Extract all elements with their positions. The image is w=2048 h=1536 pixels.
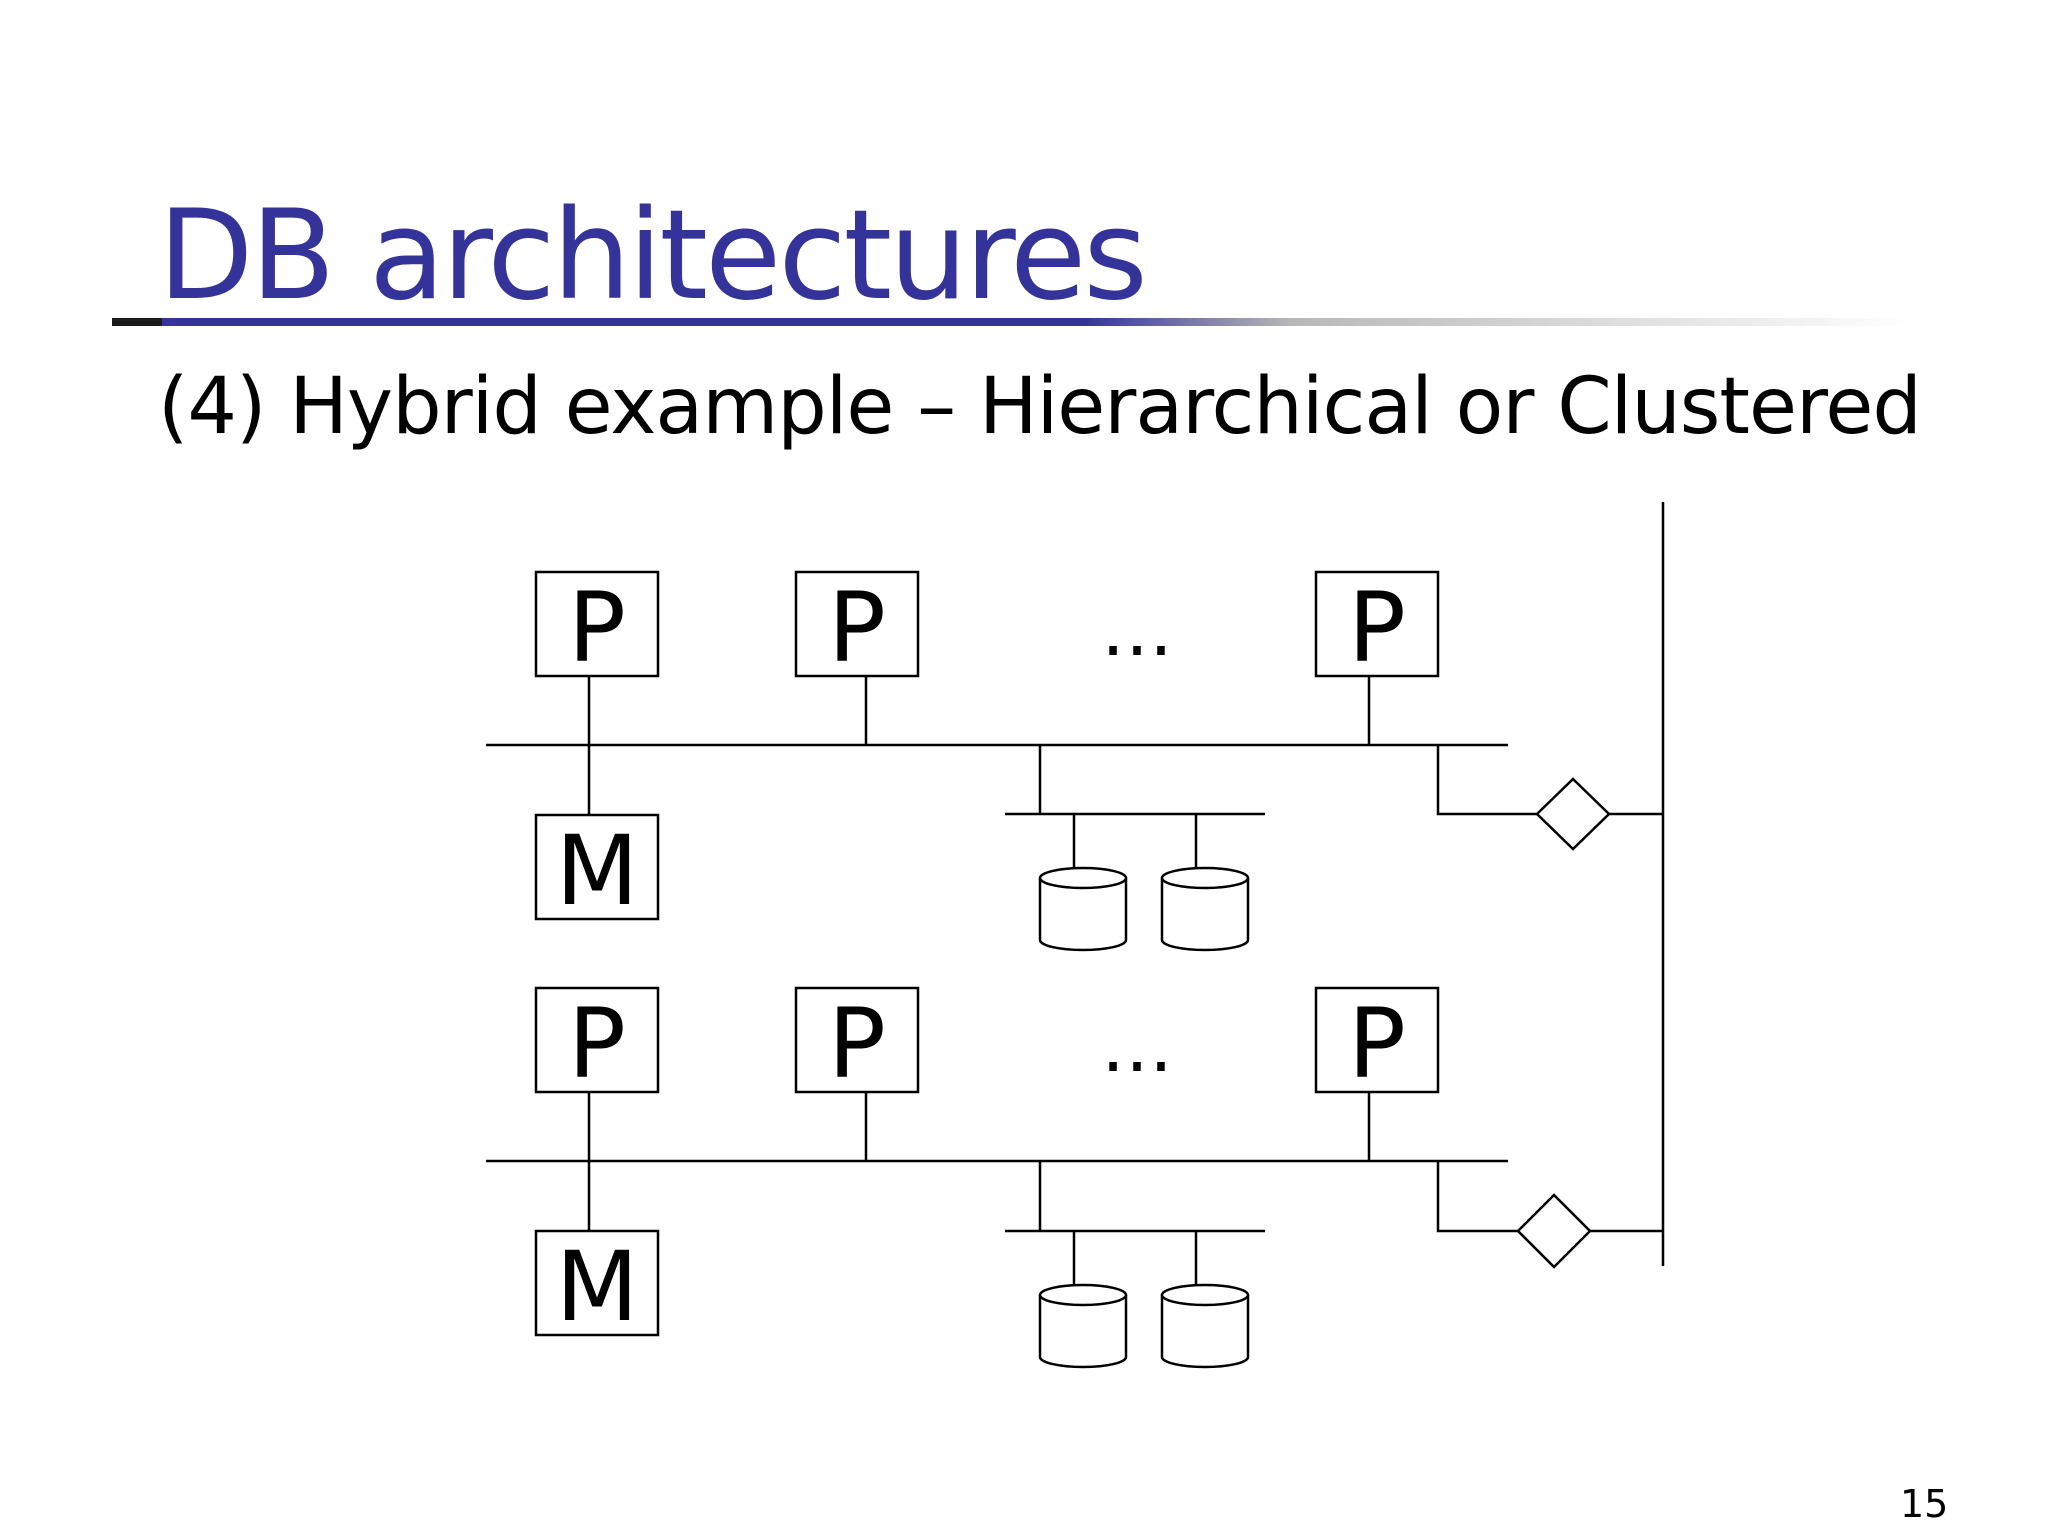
switch-link — [1436, 1161, 1518, 1233]
processor-label: P — [568, 572, 626, 684]
memory-label: M — [556, 1231, 639, 1343]
processor-box — [534, 570, 660, 678]
disk-icon — [1038, 1283, 1128, 1369]
switch-icon — [1535, 777, 1611, 851]
processor-label: P — [828, 572, 886, 684]
disk-icon — [1038, 866, 1128, 952]
switch-icon — [1516, 1193, 1592, 1269]
processor-label: P — [1348, 988, 1406, 1100]
title-underline — [112, 318, 1912, 326]
processor-box — [1314, 986, 1440, 1094]
ellipsis: … — [1101, 588, 1173, 672]
page-number: 15 — [1900, 1482, 1949, 1526]
slide-title: DB architectures — [158, 184, 1148, 328]
disk-icon — [1160, 1283, 1250, 1369]
cluster-2: P P … P M — [486, 986, 1663, 1369]
memory-box — [534, 813, 660, 921]
memory-box — [534, 1229, 660, 1337]
memory-label: M — [556, 815, 639, 927]
switch-link — [1436, 745, 1537, 816]
ellipsis: … — [1101, 1004, 1173, 1088]
processor-label: P — [568, 988, 626, 1100]
processor-label: P — [1348, 572, 1406, 684]
slide-subtitle: (4) Hybrid example – Hierarchical or Clu… — [158, 362, 1922, 452]
processor-box — [794, 986, 920, 1094]
cluster-1: P P … P M — [486, 570, 1663, 952]
processor-box — [534, 986, 660, 1094]
processor-box — [794, 570, 920, 678]
processor-label: P — [828, 988, 886, 1100]
disk-icon — [1160, 866, 1250, 952]
processor-box — [1314, 570, 1440, 678]
